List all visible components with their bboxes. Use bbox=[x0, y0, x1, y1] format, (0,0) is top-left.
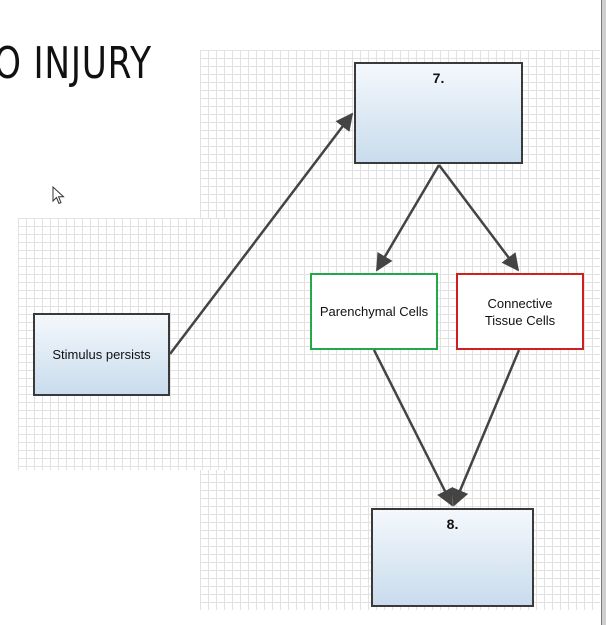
arrow-connective-to-8 bbox=[452, 349, 521, 507]
window-edge bbox=[601, 0, 606, 625]
box-parenchymal-cells: Parenchymal Cells bbox=[310, 273, 438, 350]
box-stimulus-persists: Stimulus persists bbox=[33, 313, 170, 396]
box-step-7-label: 7. bbox=[432, 70, 445, 86]
box-stimulus-label: Stimulus persists bbox=[52, 347, 151, 362]
box-step-8-label: 8. bbox=[446, 516, 459, 532]
box-step-7: 7. bbox=[354, 62, 523, 164]
box-connective-tissue-cells: Connective Tissue Cells bbox=[456, 273, 584, 350]
arrow-stimulus-to-7 bbox=[169, 112, 354, 355]
arrow-parenchymal-to-8 bbox=[372, 349, 454, 507]
slide-title: O INJURY bbox=[0, 38, 152, 89]
mouse-pointer-icon bbox=[52, 186, 65, 205]
box-step-8: 8. bbox=[371, 508, 534, 607]
arrow-7-to-parenchymal bbox=[375, 164, 441, 272]
arrow-7-to-connective bbox=[438, 164, 520, 272]
box-parenchymal-label: Parenchymal Cells bbox=[319, 304, 429, 319]
box-connective-label: Connective Tissue Cells bbox=[484, 295, 556, 328]
